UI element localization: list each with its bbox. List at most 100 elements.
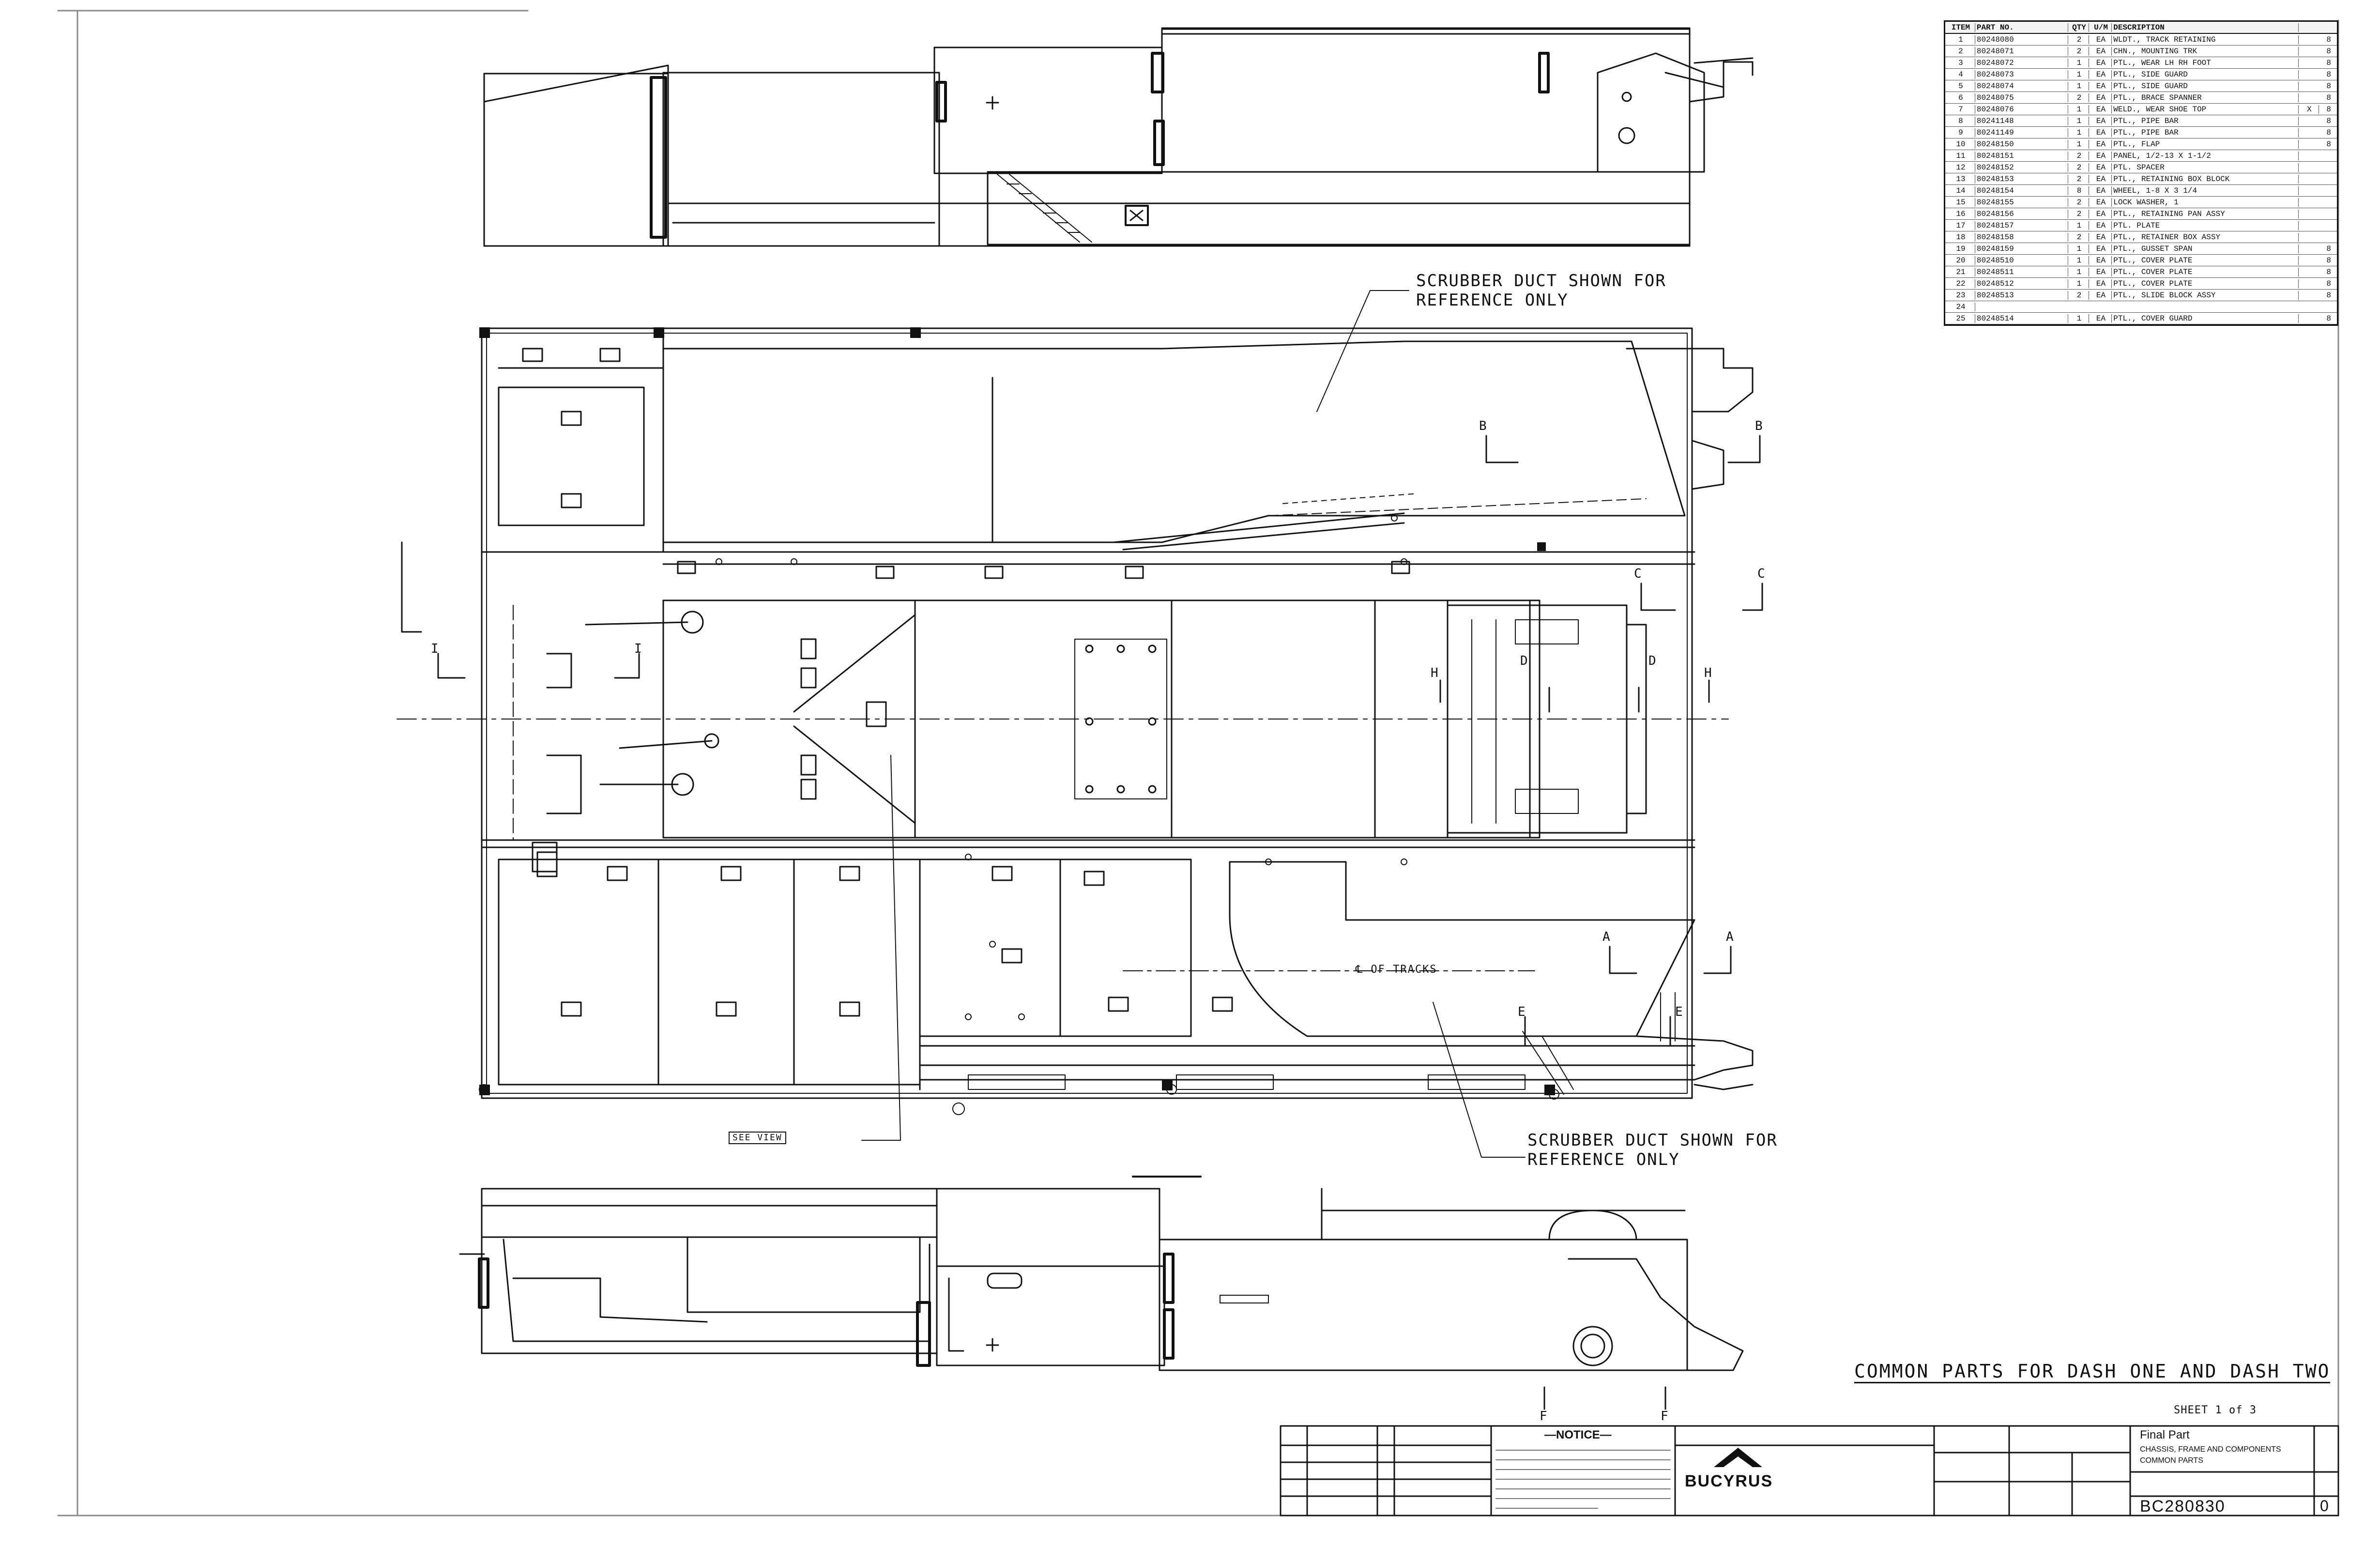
sheet-number-label: SHEET 1 of 3	[2174, 1404, 2257, 1416]
scrubber-note-lower-line1: SCRUBBER DUCT SHOWN FOR	[1527, 1131, 1778, 1150]
bom-cell-item: 17	[1945, 221, 1975, 230]
bom-header-qty: QTY	[2068, 23, 2089, 32]
drawing-number: BC280830	[2140, 1497, 2226, 1516]
bom-cell-y: 8	[2326, 35, 2331, 44]
bom-header-item: ITEM	[1945, 23, 1975, 32]
section-marker-e-left: E	[1518, 1005, 1526, 1019]
bom-cell-y: 8	[2326, 46, 2331, 56]
bom-cell-desc: CHN., MOUNTING TRK	[2112, 46, 2299, 56]
section-marker-b-right: B	[1755, 419, 1764, 433]
scrubber-note-upper: SCRUBBER DUCT SHOWN FOR REFERENCE ONLY	[1416, 271, 1666, 310]
bom-cell-desc: PTL., WEAR LH RH FOOT	[2112, 58, 2299, 67]
see-view-callout: SEE VIEW	[729, 1132, 786, 1144]
section-marker-d-left: D	[1520, 654, 1529, 668]
bom-cell-um: EA	[2089, 232, 2112, 242]
bom-cell-qty: 2	[2068, 232, 2089, 242]
bom-header-part: PART NO.	[1975, 23, 2069, 32]
bom-cell-desc: PTL., COVER PLATE	[2112, 267, 2299, 276]
bom-row: 24	[1945, 301, 2337, 313]
bom-cell-um: EA	[2089, 221, 2112, 230]
bom-cell-item: 25	[1945, 314, 1975, 323]
bom-cell-desc: PTL., PIPE BAR	[2112, 116, 2299, 125]
bom-cell-item: 4	[1945, 70, 1975, 79]
bom-header-um: U/M	[2089, 23, 2112, 32]
bom-cell-part: 80248159	[1975, 244, 2069, 253]
bom-cell-um: EA	[2089, 128, 2112, 137]
bom-cell-desc: PTL., COVER GUARD	[2112, 314, 2299, 323]
leader-lines	[861, 290, 1526, 1158]
bom-cell-part: 80248073	[1975, 70, 2069, 79]
scrubber-note-upper-line2: REFERENCE ONLY	[1416, 291, 1569, 310]
bom-cell-item: 15	[1945, 198, 1975, 207]
bom-cell-desc: PTL., SIDE GUARD	[2112, 70, 2299, 79]
bom-cell-y: 8	[2326, 128, 2331, 137]
tracks-centerline-label: ℄ OF TRACKS	[1356, 964, 1437, 976]
bom-cell-desc: PTL., RETAINING PAN ASSY	[2112, 209, 2299, 218]
bom-cell-desc: WLDT., TRACK RETAINING	[2112, 35, 2299, 44]
bom-cell-qty: 1	[2068, 279, 2089, 288]
bom-cell-y: 8	[2326, 244, 2331, 253]
bom-cell-part: 80248513	[1975, 291, 2069, 300]
plan-view	[397, 327, 1754, 1115]
bom-cell-item: 24	[1945, 302, 1975, 311]
title-block-notice-lines	[1495, 1450, 1671, 1509]
bom-cell-part: 80248151	[1975, 151, 2069, 160]
section-markers	[401, 435, 1763, 1410]
section-marker-i-right: I	[634, 642, 643, 656]
bom-cell-part: 80248156	[1975, 209, 2069, 218]
bom-cell-qty: 1	[2068, 314, 2089, 323]
bom-cell-qty: 2	[2068, 35, 2089, 44]
bom-table: ITEM PART NO. QTY U/M DESCRIPTION 1 80248…	[1944, 20, 2338, 326]
bom-cell-um: EA	[2089, 314, 2112, 323]
title-line-1: Final Part	[2140, 1428, 2190, 1441]
bom-cell-part: 80248150	[1975, 139, 2069, 149]
title-block-frame	[1280, 1425, 2339, 1516]
bom-cell-qty: 2	[2068, 198, 2089, 207]
section-marker-a-right: A	[1726, 930, 1735, 944]
bom-cell-y: 8	[2326, 267, 2331, 276]
bom-cell-um: EA	[2089, 186, 2112, 195]
company-logo-mark	[1714, 1448, 1762, 1467]
bom-cell-desc: PTL., PIPE BAR	[2112, 128, 2299, 137]
notice-heading: —NOTICE—	[1544, 1428, 1612, 1441]
bom-cell-x: X	[2299, 105, 2319, 114]
bom-cell-part: 80248072	[1975, 58, 2069, 67]
bom-cell-part: 80248157	[1975, 221, 2069, 230]
bom-cell-item: 18	[1945, 232, 1975, 242]
bom-cell-desc: PTL. PLATE	[2112, 221, 2299, 230]
bom-cell-item: 9	[1945, 128, 1975, 137]
section-marker-h-left: H	[1431, 666, 1439, 680]
bom-cell-part: 80248080	[1975, 35, 2069, 44]
bom-cell-qty: 2	[2068, 291, 2089, 300]
bom-cell-item: 20	[1945, 256, 1975, 265]
bom-cell-desc: PTL., COVER PLATE	[2112, 279, 2299, 288]
bom-cell-y: 8	[2326, 105, 2331, 114]
bom-header-row: ITEM PART NO. QTY U/M DESCRIPTION	[1945, 20, 2337, 34]
bom-cell-qty: 2	[2068, 163, 2089, 172]
bom-cell-part: 80241149	[1975, 128, 2069, 137]
bom-cell-part: 80248074	[1975, 81, 2069, 91]
bom-cell-item: 10	[1945, 139, 1975, 149]
scrubber-note-lower: SCRUBBER DUCT SHOWN FOR REFERENCE ONLY	[1527, 1131, 1778, 1169]
bom-cell-part: 80248158	[1975, 232, 2069, 242]
bom-cell-qty: 1	[2068, 116, 2089, 125]
title-line-2: CHASSIS, FRAME AND COMPONENTS	[2140, 1445, 2281, 1454]
bom-cell-part: 80248075	[1975, 93, 2069, 102]
bom-cell-um: EA	[2089, 279, 2112, 288]
section-marker-c-left: C	[1634, 567, 1643, 581]
bom-cell-um: EA	[2089, 267, 2112, 276]
